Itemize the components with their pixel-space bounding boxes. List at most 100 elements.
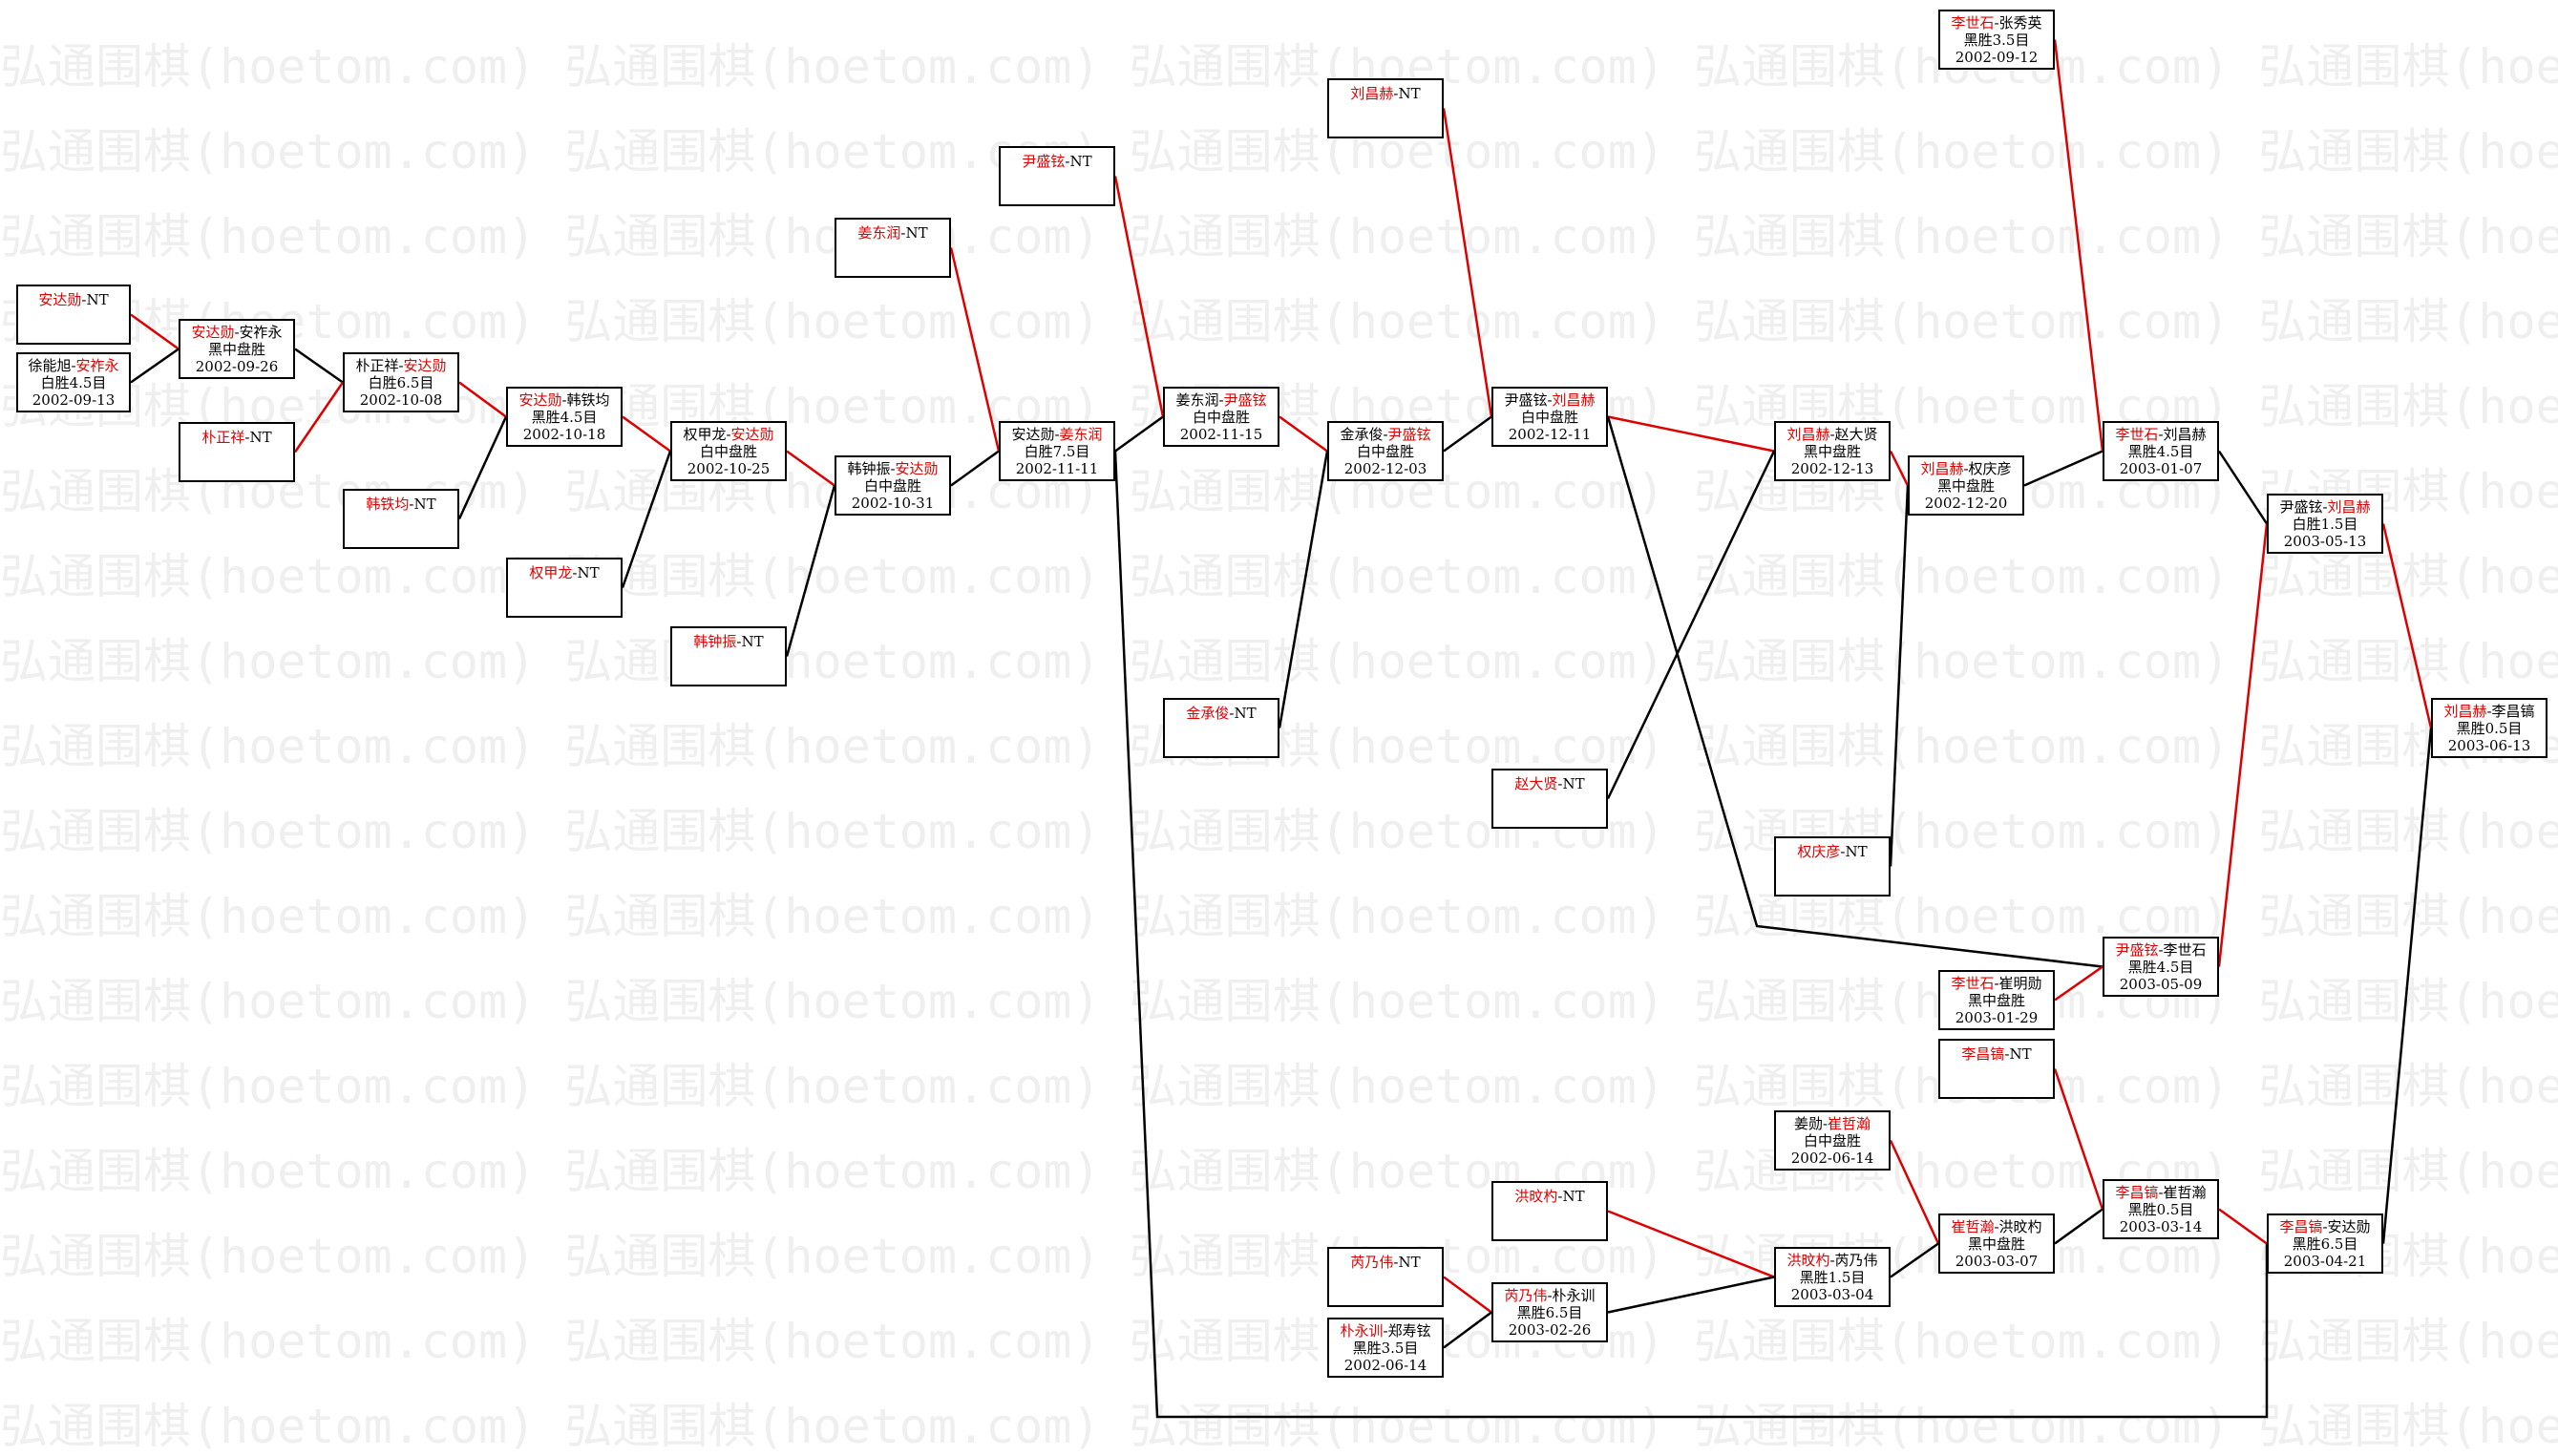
winner-connector [1113,176,1165,417]
winner-connector [1443,1276,1492,1314]
player-black: 尹盛铉 [2279,497,2323,516]
player-black: 芮乃伟 [1504,1286,1548,1304]
players-line: 安达勋-NT [38,291,108,308]
player-black: 芮乃伟 [1350,1254,1394,1271]
player-black: 刘昌赫 [1786,425,1830,443]
player-white: 洪旼杓 [1998,1217,2042,1235]
players-line: 洪旼杓-NT [1514,1188,1584,1205]
players-line: 李昌镐-安达勋 [2279,1218,2370,1235]
player-white: 韩铁均 [566,390,610,409]
match-node: 芮乃伟-NT [1327,1247,1444,1307]
match-result: 黑胜3.5目 [1963,31,2030,49]
player-white: 崔明勋 [1998,974,2042,992]
players-line: 韩铁均-NT [366,496,435,513]
match-date: 2003-04-21 [2283,1252,2367,1270]
match-result: 黑胜4.5目 [2127,958,2194,976]
player-white: 李昌镐 [2491,702,2535,720]
players-line: 韩钟振-安达勋 [847,460,938,477]
player-black: 姜勋 [1793,1114,1823,1132]
match-result: 黑胜3.5目 [1352,1339,1419,1357]
player-black: 刘昌赫 [1920,459,1964,477]
player-black: 姜东润 [857,224,901,242]
match-date: 2003-05-13 [2283,532,2367,550]
players-line: 刘昌赫-赵大贤 [1786,426,1877,443]
players-line: 李世石-张秀英 [1951,14,2041,32]
match-result: 黑中盘胜 [1967,991,2025,1009]
winner-connector [2381,523,2433,728]
match-date: 2003-05-09 [2119,975,2203,993]
players-separator: - [1065,153,1070,170]
player-white: NT [86,291,109,308]
match-node: 尹盛铉-NT [999,146,1115,206]
player-white: 刘昌赫 [1552,390,1596,409]
player-black: 朴正祥 [201,429,245,446]
player-black: 刘昌赫 [1350,85,1394,102]
players-separator: - [2486,702,2492,720]
players-separator: - [1963,459,1969,477]
winner-connector [949,247,1001,452]
player-white: NT [1562,1188,1585,1205]
match-date: 2002-09-12 [1955,48,2039,66]
player-black: 姜东润 [1175,390,1219,409]
players-separator: - [1383,425,1388,443]
match-date: 2003-01-29 [1955,1008,2039,1026]
players-separator: - [1393,85,1399,102]
match-result: 黑中盘胜 [1803,442,1861,460]
winner-connector [293,381,345,454]
player-black: 安达勋 [1011,425,1055,443]
player-black: 韩铁均 [366,496,410,513]
match-result: 白中盘胜 [699,442,757,460]
player-white: 安达勋 [730,425,774,443]
player-white: NT [1069,153,1092,170]
loser-connector [1113,451,2269,1419]
player-black: 刘昌赫 [2443,702,2487,720]
winner-connector [130,313,180,350]
players-line: 李世石-崔明勋 [1951,975,2041,992]
players-line: 姜勋-崔哲瀚 [1794,1115,1871,1132]
player-black: 韩钟振 [693,633,737,650]
players-separator: - [81,291,87,308]
players-line: 洪旼杓-芮乃伟 [1786,1252,1877,1269]
match-result: 黑中盘胜 [1936,476,1995,495]
players-separator: - [2158,425,2164,443]
player-black: 金承俊 [1186,705,1230,722]
match-result: 黑胜1.5目 [1799,1268,1866,1286]
player-white: NT [413,496,436,513]
loser-connector [1890,1242,1939,1278]
match-result: 白胜4.5目 [40,373,107,391]
match-result: 黑中盘胜 [1967,1234,2025,1253]
loser-connector [1114,415,1164,453]
players-separator: - [409,496,414,513]
players-separator: - [1393,1254,1399,1271]
players-line: 芮乃伟-朴永训 [1504,1287,1595,1304]
players-line: 李昌镐-NT [1961,1045,2031,1063]
players-line: 李昌镐-崔哲瀚 [2115,1184,2206,1201]
winner-connector [1607,1210,1775,1278]
players-separator: - [1840,843,1846,860]
winner-connector [1279,415,1328,453]
players-separator: - [561,390,567,409]
players-line: 朴正祥-安达勋 [355,357,446,374]
players-line: 韩钟振-NT [693,633,763,650]
match-date: 2002-09-13 [32,390,116,409]
player-black: 崔哲瀚 [1951,1217,1995,1235]
player-white: 安祚永 [239,323,283,341]
match-date: 2002-11-11 [1015,459,1099,477]
loser-connector [1443,1311,1492,1349]
players-line: 姜东润-NT [857,224,927,242]
player-black: 李昌镐 [2115,1183,2159,1201]
player-black: 安达勋 [191,323,235,341]
match-node: 朴正祥-NT [179,422,295,482]
player-white: 芮乃伟 [1834,1251,1878,1269]
players-separator: - [2158,1183,2164,1201]
match-result: 白中盘胜 [1803,1131,1861,1150]
player-black: 安达勋 [38,291,82,308]
players-separator: - [900,224,906,242]
